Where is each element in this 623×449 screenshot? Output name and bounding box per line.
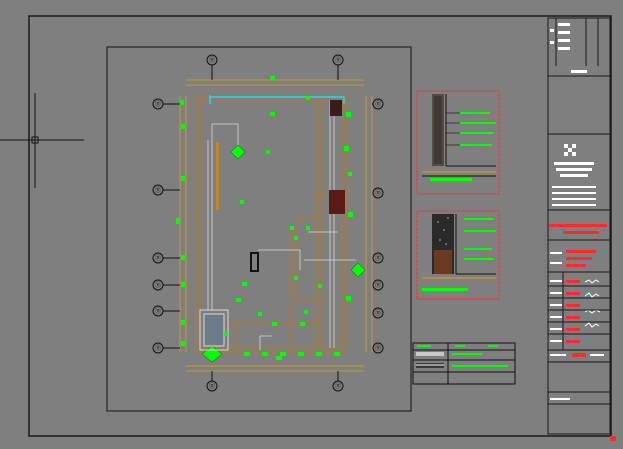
grid-label-left-3: ⑪ <box>155 254 161 262</box>
company-logo-icon <box>552 144 596 206</box>
grid-bubbles-top <box>206 54 344 392</box>
grid-label-right-6: ⑪ <box>375 344 381 352</box>
plan-view[interactable]: ⑪ ⑪ ⑪ ⑪ ⑪ ⑪ ⑪ ⑪ ⑪ ⑪ ⑪ ⑪ ⑪ ⑪ ⑪ ⑪ <box>106 46 412 412</box>
grid-bubbles-sides <box>152 98 384 354</box>
grid-label-right-1: ⑪ <box>375 100 381 108</box>
grid-label-left-6: ⑪ <box>155 344 161 352</box>
grid-label-bottom-2: ⑪ <box>335 382 341 390</box>
title-block <box>547 17 616 441</box>
crosshair-cursor-icon <box>0 93 84 188</box>
legend-table[interactable] <box>412 342 516 385</box>
grid-label-left-1: ⑪ <box>155 100 161 108</box>
grid-label-right-3: ⑪ <box>375 254 381 262</box>
grid-label-bottom-1: ⑪ <box>209 382 215 390</box>
grid-label-right-4: ⑪ <box>375 281 381 289</box>
outer-frame <box>28 15 612 437</box>
grid-label-right-2: ⑪ <box>375 189 381 197</box>
grid-label-left-5: ⑪ <box>155 307 161 315</box>
grid-label-left-4: ⑪ <box>155 281 161 289</box>
detail-section-2[interactable] <box>416 210 500 300</box>
grid-label-top-1: ⑪ <box>209 56 215 64</box>
grid-label-top-2: ⑪ <box>335 56 341 64</box>
tank-outline <box>199 309 229 351</box>
grid-label-left-2: ⑪ <box>155 186 161 194</box>
detail-section-1[interactable] <box>416 90 500 195</box>
grid-label-right-5: ⑪ <box>375 309 381 317</box>
